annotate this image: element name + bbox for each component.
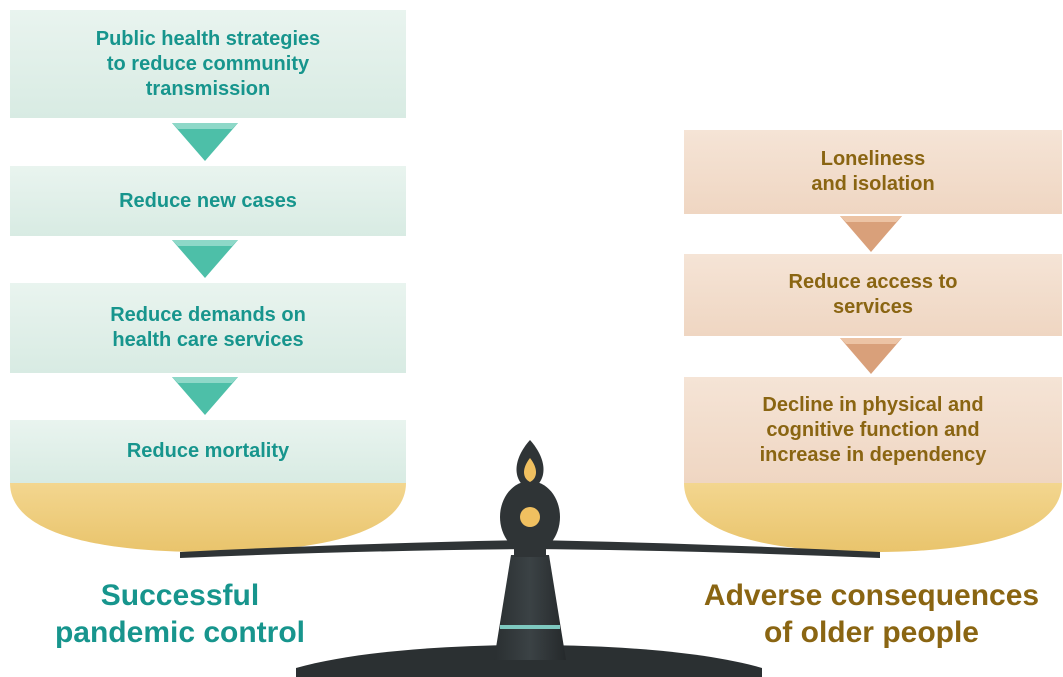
right-pan [684, 483, 1062, 552]
left-pan [10, 483, 406, 552]
right-box-loneliness: Loneliness and isolation [684, 130, 1062, 214]
right-box-3-line2: cognitive function and [766, 418, 980, 441]
left-box-1-line2: to reduce community [106, 52, 310, 75]
right-box-access: Reduce access to services [684, 254, 1062, 336]
down-arrow-icon [840, 216, 902, 252]
post-ring [500, 625, 560, 629]
down-arrow-icon [172, 377, 238, 415]
finial-flame [524, 458, 536, 482]
left-box-3-line1: Reduce demands on [110, 304, 306, 326]
right-box-2-line2: services [832, 296, 914, 318]
down-arrow-icon [840, 338, 902, 374]
finial-dot [520, 507, 540, 527]
right-box-1-line1: Loneliness [820, 148, 926, 170]
left-box-1-line3: transmission [145, 77, 271, 100]
left-box-2-line1: Reduce new cases [119, 189, 297, 212]
left-box-mortality: Reduce mortality [10, 420, 406, 483]
left-caption-line1: Successful [100, 579, 260, 612]
right-caption-line1: Adverse consequences [703, 579, 1040, 612]
right-box-2-line1: Reduce access to [788, 271, 958, 293]
down-arrow-icon [172, 240, 238, 278]
left-box-1-line1: Public health strategies [95, 27, 321, 50]
right-box-decline: Decline in physical and cognitive functi… [684, 377, 1062, 483]
right-box-3-line3: increase in dependency [759, 443, 987, 466]
left-box-4-line1: Reduce mortality [126, 440, 290, 462]
scale-post [494, 555, 566, 660]
left-box-3-line2: health care services [112, 329, 304, 351]
left-box-strategies: Public health strategies to reduce commu… [10, 10, 406, 118]
right-caption-line2: of older people [763, 615, 979, 649]
right-caption: Adverse consequences of older people [680, 578, 1063, 651]
left-caption: Successful pandemic control [10, 578, 350, 651]
scale-base [296, 645, 762, 677]
left-box-new-cases: Reduce new cases [10, 166, 406, 236]
right-box-3-line1: Decline in physical and [762, 393, 984, 416]
right-box-1-line2: and isolation [811, 173, 935, 195]
left-box-demands: Reduce demands on health care services [10, 283, 406, 373]
down-arrow-icon [172, 123, 238, 161]
left-caption-line2: pandemic control [54, 615, 306, 649]
